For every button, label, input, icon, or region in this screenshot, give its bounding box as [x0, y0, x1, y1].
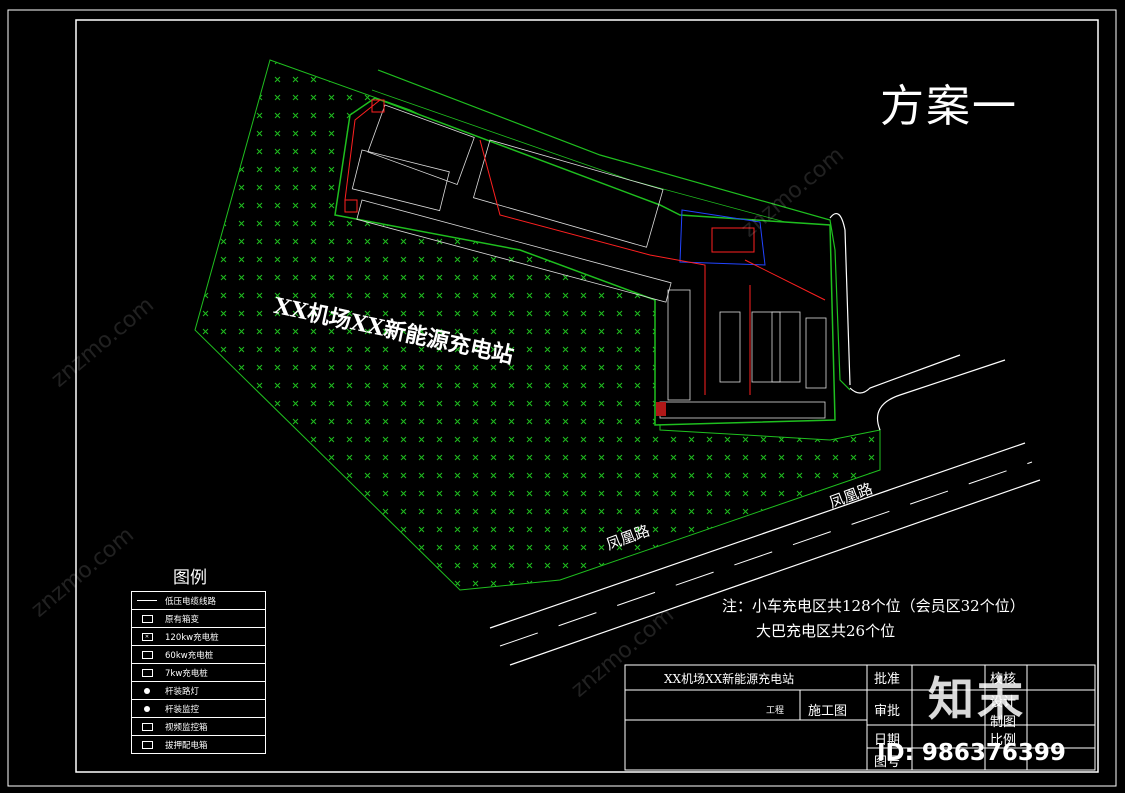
video-box-icon	[141, 722, 153, 731]
parking-vertical-strip	[667, 289, 691, 401]
titleblock-project: XX机场XX新能源充电站	[664, 672, 795, 686]
charger-60kw-icon	[141, 650, 153, 659]
distribution-red-2	[371, 99, 385, 113]
legend-row: 杆装路灯	[132, 682, 265, 700]
legend-row: 视频监控箱	[132, 718, 265, 736]
cable-route-2	[479, 139, 706, 395]
substation-box	[711, 227, 755, 253]
parking-top-row	[367, 104, 664, 248]
titleblock-stage: 施工图	[808, 704, 848, 719]
line-icon	[137, 600, 157, 601]
distribution-box-icon	[141, 740, 153, 749]
brand-logo: 知末	[928, 672, 1026, 726]
road-centerline	[499, 461, 1033, 647]
legend-row: 原有箱变	[132, 610, 265, 628]
titleblock-check: 校核	[990, 672, 1017, 687]
transformer-icon	[141, 614, 153, 623]
legend-table: 低压电缆线路 原有箱变 ✕ 120kw充电桩 60kw充电桩 7kw充电桩 杆装…	[131, 591, 266, 754]
charger-7kw-icon	[141, 668, 153, 677]
road-lines	[489, 212, 1041, 666]
titleblock-approve: 批准	[874, 672, 901, 687]
inner-frame	[75, 19, 1099, 773]
charger-120kw-icon: ✕	[141, 632, 153, 641]
titleblock-drawing-no: 图号	[874, 755, 901, 770]
legend-row: 低压电缆线路	[132, 592, 265, 610]
legend-title: 图例	[173, 568, 207, 588]
titleblock-review: 审批	[874, 704, 901, 719]
outer-frame	[7, 9, 1117, 787]
legend-row: ✕ 120kw充电桩	[132, 628, 265, 646]
office-zone	[679, 209, 766, 266]
cable-route-3	[744, 259, 826, 301]
note-line-2: 大巴充电区共26个位	[756, 622, 896, 640]
title-block-grid	[624, 664, 1096, 771]
legend-row: 7kw充电桩	[132, 664, 265, 682]
site-boundary	[377, 69, 851, 391]
titleblock-design: 设计	[990, 695, 1017, 710]
note-line-1: 注：小车充电区共128个位（会员区32个位）	[722, 597, 1025, 615]
titleblock-scale: 比例	[990, 733, 1017, 748]
titleblock-drawing: 制图	[990, 715, 1017, 730]
legend-row: 杆装监控	[132, 700, 265, 718]
titleblock-date: 日期	[874, 733, 901, 748]
pole-light-icon	[144, 687, 150, 694]
id-tag: ID: 986376399	[877, 740, 1066, 766]
distribution-red-1	[344, 199, 358, 213]
legend-row: 拔押配电箱	[132, 736, 265, 753]
drawing-title: 方案一	[880, 81, 1018, 132]
legend-row: 60kw充电桩	[132, 646, 265, 664]
titleblock-stage-small: 工程	[766, 706, 785, 716]
parking-middle-row	[351, 149, 672, 303]
notes-block: 注：小车充电区共128个位（会员区32个位） 大巴充电区共26个位	[722, 594, 1025, 644]
station-footprint	[334, 97, 836, 426]
distribution-red-3	[656, 402, 666, 416]
pole-monitor-icon	[144, 705, 150, 712]
